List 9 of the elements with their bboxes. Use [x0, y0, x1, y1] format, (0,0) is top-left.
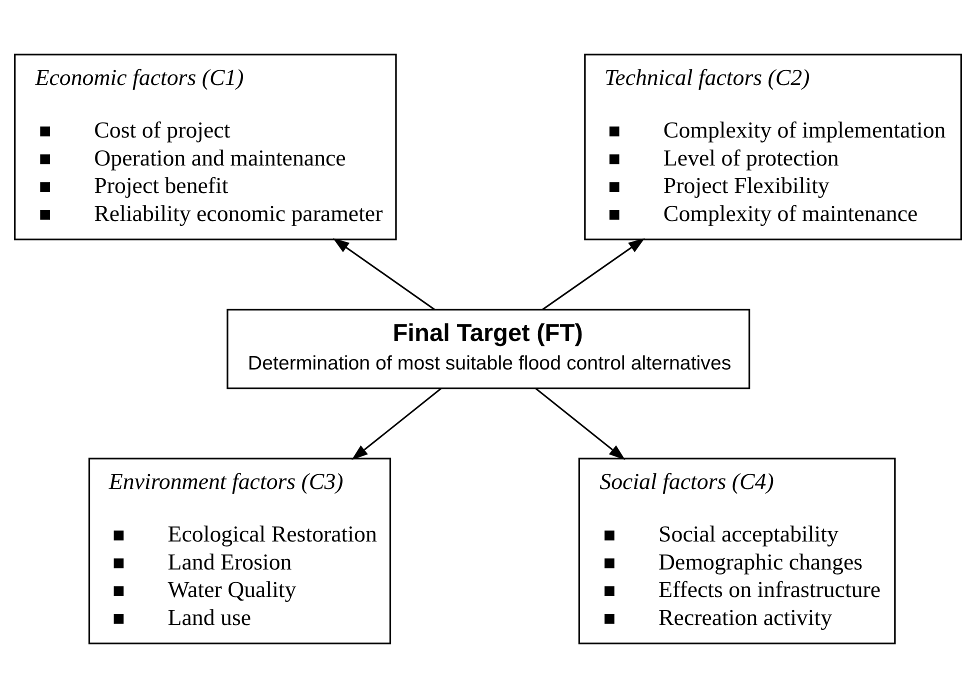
arrow — [352, 388, 442, 460]
node-box: Environment factors (C3) Ecological Restoration Land Erosion Water Quality Land use — [88, 458, 392, 644]
arrow — [332, 238, 436, 310]
arrow — [542, 238, 645, 310]
node-box: Technical factors (C2) Complexity of implementation Level of protection Project Flexibility Complexity of maintenance — [584, 54, 962, 240]
node-box: Final Target (FT) Determination of most suitable flood control alternatives — [226, 308, 750, 390]
node-box: Economic factors (C1) Cost of project Operation and maintenance Project benefit Reliability economic parameter — [14, 54, 397, 240]
node-box: Social factors (C4) Social acceptability Demographic changes Effects on infrastructure Recreation activity — [578, 458, 896, 644]
arrow — [535, 388, 626, 460]
